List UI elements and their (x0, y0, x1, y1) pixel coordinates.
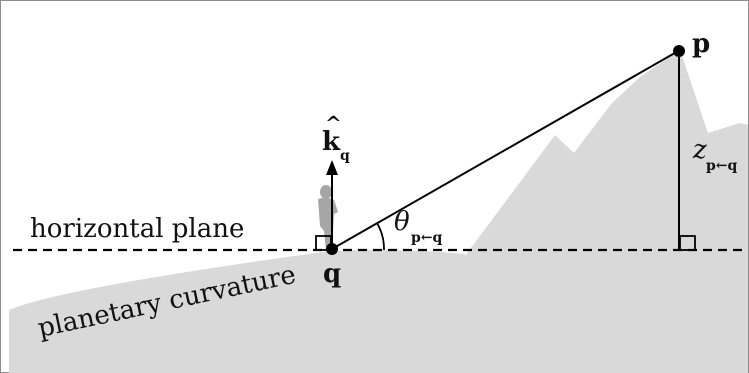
right-angle-marker-q (315, 235, 332, 251)
angle-arc (376, 222, 385, 251)
point-q-label: q (323, 259, 341, 289)
mountain-terrain (465, 50, 748, 373)
theta-label: θ (394, 207, 410, 237)
unit-vector-arrowhead (326, 160, 338, 175)
point-p-dot (673, 45, 685, 57)
planetary-curvature-ground (9, 250, 465, 373)
point-q-dot (326, 243, 338, 255)
right-angle-marker-p (679, 235, 696, 251)
theta-subscript: p←q (411, 230, 443, 246)
point-p-label: p (692, 29, 710, 59)
unit-vector-hat: ^ (325, 111, 342, 135)
unit-vector-label: k (322, 127, 341, 157)
unit-vector-subscript: q (340, 148, 350, 164)
height-subscript: p←q (706, 158, 738, 174)
height-label: z (692, 135, 707, 165)
horizontal-plane-label: horizontal plane (30, 214, 244, 244)
line-of-sight (331, 49, 681, 250)
